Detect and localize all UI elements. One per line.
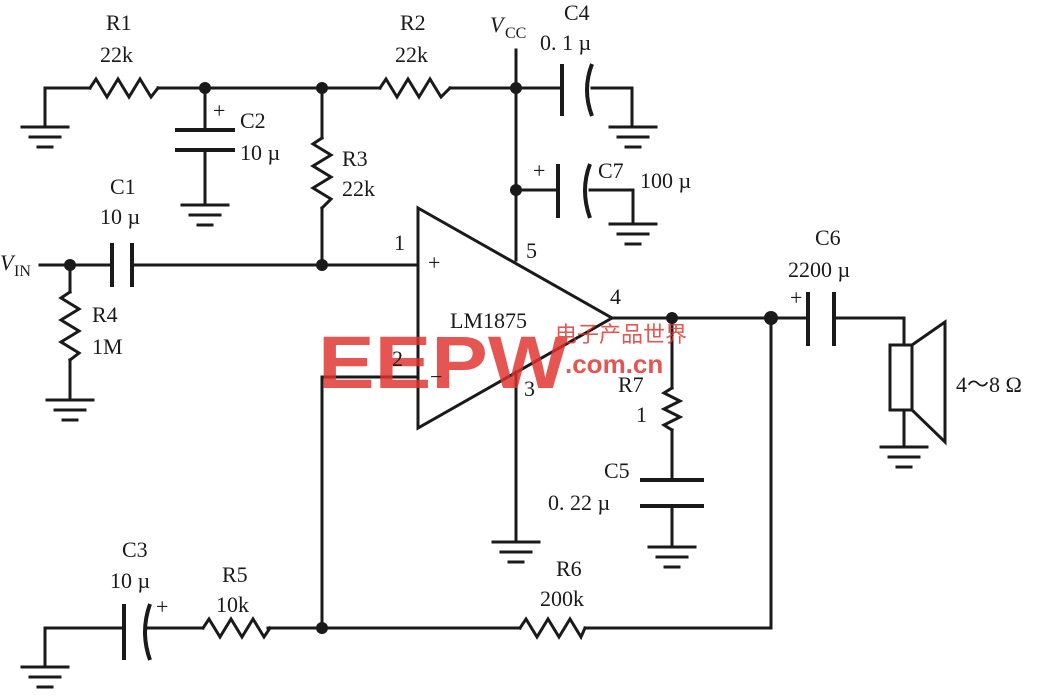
r3-value: 22k	[342, 176, 375, 201]
r5-value: 10k	[216, 592, 249, 617]
opamp-labels: LM1875 + − 1 2 3 4 5	[392, 230, 621, 401]
speaker-icon	[888, 319, 947, 446]
c7-value: 100 µ	[640, 168, 691, 193]
r3-ref: R3	[342, 146, 368, 171]
r6-ref: R6	[556, 556, 582, 581]
opamp-plus: +	[428, 250, 440, 275]
resistor-r4	[58, 289, 82, 363]
ground-symbols	[20, 125, 929, 689]
r4-ref: R4	[92, 302, 118, 327]
watermark-chinese: 电子产品世界	[555, 323, 687, 348]
opamp-lm1875	[416, 205, 616, 431]
c6-polarity: +	[790, 285, 802, 310]
r1-ref: R1	[106, 10, 132, 35]
junction-dots	[64, 82, 778, 634]
r5-ref: R5	[222, 562, 248, 587]
pin-5: 5	[526, 238, 537, 263]
c5-value: 0. 22 µ	[548, 490, 610, 515]
r2-value: 22k	[395, 42, 428, 67]
r7-value: 1	[636, 402, 647, 427]
opamp-name: LM1875	[450, 308, 527, 333]
vcc-label: V	[490, 12, 506, 37]
c2-value: 10 µ	[240, 140, 280, 165]
c2-ref: C2	[240, 108, 266, 133]
c4-ref: C4	[564, 0, 590, 25]
c4-value: 0. 1 µ	[540, 30, 591, 55]
r2-ref: R2	[400, 10, 426, 35]
r7-ref: R7	[618, 372, 644, 397]
component-labels: R1 22k R2 22k R3 22k R4 1M R5 10k R6 200…	[0, 0, 1022, 619]
resistor-r3	[310, 135, 334, 211]
resistor-r6	[517, 616, 587, 641]
watermark-logo: EEPW	[318, 321, 568, 404]
opamp-minus: −	[430, 364, 442, 389]
c3-ref: C3	[122, 537, 148, 562]
capacitor-c1	[110, 243, 134, 287]
capacitor-c7	[556, 163, 592, 219]
pin-4: 4	[610, 284, 621, 309]
resistor-r2	[377, 76, 453, 100]
c7-polarity: +	[533, 158, 545, 183]
capacitor-c4	[560, 63, 594, 117]
c5-ref: C5	[604, 458, 630, 483]
resistor-r5	[200, 616, 273, 640]
capacitor-c3	[122, 603, 152, 661]
c1-value: 10 µ	[100, 204, 140, 229]
vcc-sub: CC	[505, 25, 526, 42]
capacitor-c6	[806, 292, 836, 346]
pin-2: 2	[392, 346, 403, 371]
watermark: EEPW 电子产品世界 .com.cn	[318, 321, 687, 404]
vin-sub: IN	[14, 263, 31, 280]
pin-3: 3	[524, 376, 535, 401]
r4-value: 1M	[92, 334, 123, 359]
c3-value: 10 µ	[110, 568, 150, 593]
c7-ref: C7	[598, 158, 624, 183]
resistor-r7	[660, 385, 684, 433]
pin-1: 1	[394, 230, 405, 255]
r1-value: 22k	[100, 42, 133, 67]
c2-polarity: +	[213, 98, 225, 123]
vin-label: V	[0, 250, 16, 275]
c6-value: 2200 µ	[788, 257, 850, 282]
watermark-domain: .com.cn	[565, 349, 663, 379]
capacitor-c2	[175, 128, 235, 152]
r6-value: 200k	[540, 586, 584, 611]
speaker-impedance: 4～8 Ω	[956, 372, 1022, 397]
resistor-r1	[87, 76, 161, 100]
c3-polarity: +	[156, 594, 168, 619]
c6-ref: C6	[815, 225, 841, 250]
capacitor-c5	[640, 478, 704, 508]
c1-ref: C1	[110, 174, 136, 199]
